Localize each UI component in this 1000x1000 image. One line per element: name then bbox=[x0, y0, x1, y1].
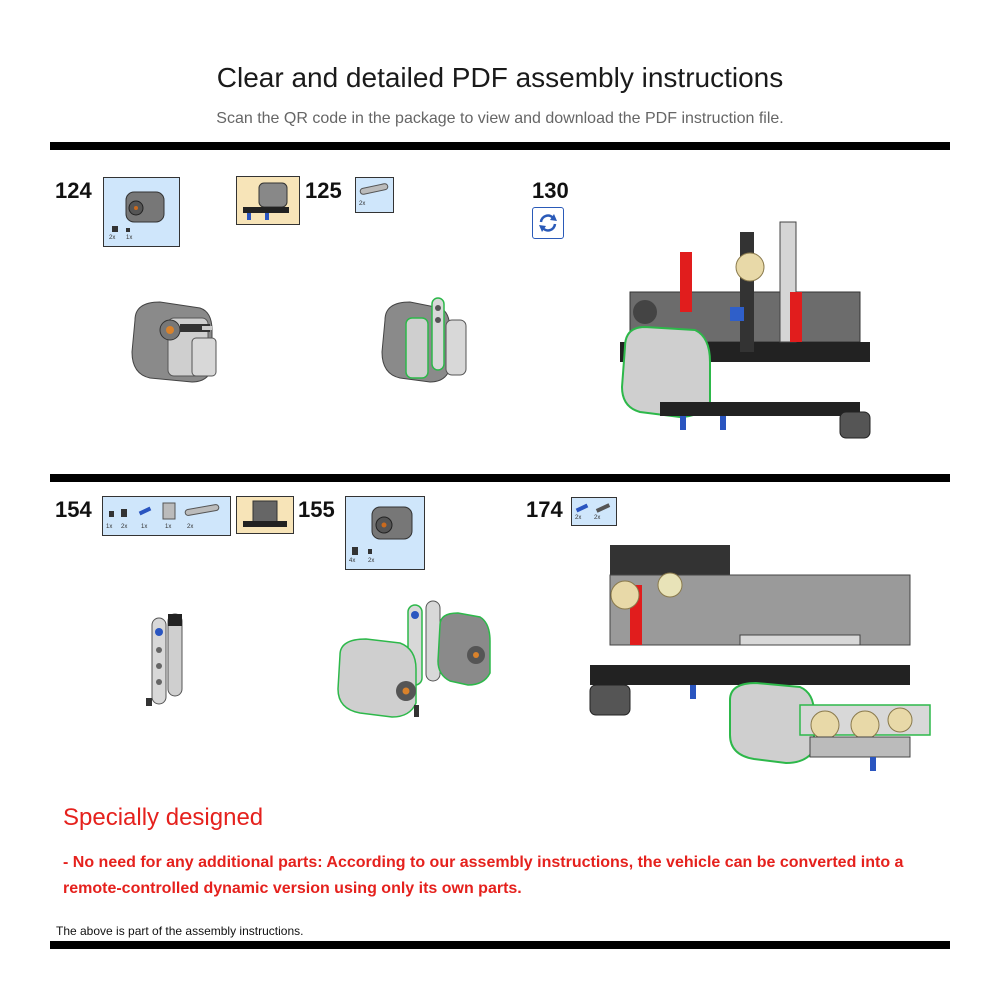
beam-part-icon bbox=[359, 183, 389, 195]
qty-label: 2x bbox=[109, 235, 116, 241]
rotate-icon bbox=[532, 207, 564, 239]
model-step-154 bbox=[146, 613, 183, 706]
qty-label: 2x bbox=[359, 201, 366, 207]
bottom-divider bbox=[50, 941, 950, 949]
page-title: Clear and detailed PDF assembly instruct… bbox=[216, 62, 784, 93]
step-number-125: 125 bbox=[305, 178, 342, 203]
step-number-174: 174 bbox=[526, 497, 563, 522]
qty-label: 1x bbox=[126, 235, 133, 241]
subassembly-icon bbox=[243, 500, 287, 527]
subassembly-callout-125 bbox=[236, 176, 300, 225]
parts-callout-174: 2x 2x bbox=[571, 497, 617, 526]
model-step-124 bbox=[131, 301, 217, 383]
top-divider bbox=[50, 142, 950, 150]
feature-description: - No need for any additional parts: Acco… bbox=[63, 854, 904, 897]
motor-part-icon bbox=[352, 506, 413, 555]
qty-label: 1x bbox=[106, 524, 113, 530]
parts-callout-125: 2x bbox=[355, 177, 394, 213]
step-number-155: 155 bbox=[298, 497, 335, 522]
subassembly-callout-155 bbox=[236, 496, 294, 534]
qty-label: 1x bbox=[141, 524, 148, 530]
parts-set-icon bbox=[109, 502, 220, 520]
step-number-130: 130 bbox=[532, 178, 569, 203]
feature-heading: Specially designed bbox=[63, 804, 264, 831]
parts-callout-124: 2x 1x bbox=[103, 177, 180, 247]
model-step-125 bbox=[381, 297, 467, 383]
model-step-174 bbox=[589, 545, 931, 771]
footnote: The above is part of the assembly instru… bbox=[56, 924, 304, 938]
parts-callout-155: 4x 2x bbox=[345, 496, 425, 570]
model-step-130 bbox=[620, 221, 871, 439]
qty-label: 4x bbox=[349, 558, 356, 564]
motor-part-icon bbox=[112, 191, 165, 232]
qty-label: 2x bbox=[121, 524, 128, 530]
qty-label: 2x bbox=[187, 524, 194, 530]
qty-label: 1x bbox=[165, 524, 172, 530]
subassembly-icon bbox=[243, 182, 289, 220]
parts-callout-154: 1x 2x 1x 1x 2x bbox=[102, 496, 231, 536]
step-number-154: 154 bbox=[55, 497, 92, 522]
middle-divider bbox=[50, 474, 950, 482]
qty-label: 2x bbox=[594, 515, 601, 521]
qty-label: 2x bbox=[575, 515, 582, 521]
qty-label: 2x bbox=[368, 558, 375, 564]
step-number-124: 124 bbox=[55, 178, 92, 203]
page-subtitle: Scan the QR code in the package to view … bbox=[216, 110, 784, 127]
model-step-155 bbox=[337, 600, 491, 718]
pin-part-icon bbox=[575, 503, 611, 513]
